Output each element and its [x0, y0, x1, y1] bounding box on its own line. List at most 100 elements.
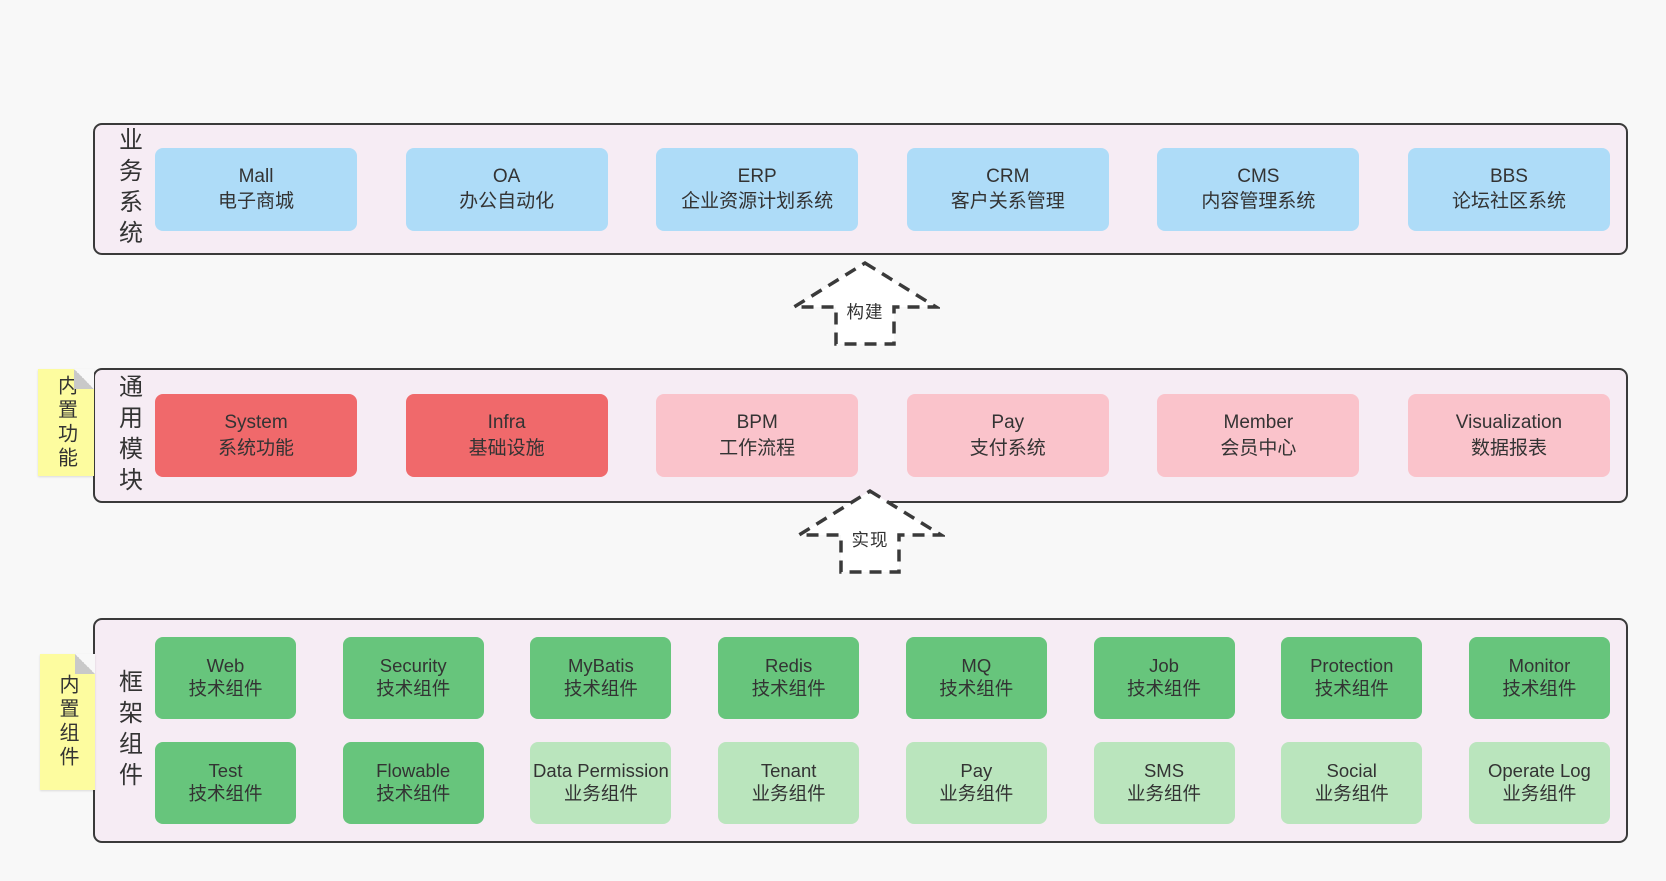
module-title: Mall [238, 165, 274, 187]
module-box-bpm: BPM 工作流程 [656, 394, 859, 477]
module-subtitle: 会员中心 [1220, 437, 1297, 459]
module-box-mall: Mall 电子商城 [155, 147, 357, 231]
module-title: Monitor [1508, 655, 1571, 677]
module-subtitle: 业务组件 [939, 783, 1014, 804]
layer-side-label: 通用模块 [114, 373, 142, 498]
module-title: OA [492, 165, 521, 187]
module-title: Data Permission [533, 760, 669, 782]
module-title: Redis [764, 655, 813, 677]
module-subtitle: 数据报表 [1470, 437, 1547, 459]
module-box-erp: ERP 企业资源计划系统 [656, 147, 859, 231]
module-title: BBS [1489, 165, 1528, 187]
module-title: Job [1149, 655, 1179, 677]
module-title: MyBatis [568, 655, 634, 677]
module-title: Flowable [376, 760, 451, 782]
module-title: BPM [736, 412, 778, 434]
module-title: Member [1223, 412, 1294, 434]
arrow-label: 构建 [843, 299, 887, 324]
module-box-bbs: BBS 论坛社区系统 [1407, 147, 1610, 231]
module-title: Social [1326, 760, 1377, 782]
sticky-note-built-in-components: 内置组件 [40, 654, 95, 790]
module-title: MQ [961, 655, 992, 677]
module-subtitle: 内容管理系统 [1201, 191, 1316, 212]
module-title: Visualization [1455, 412, 1563, 434]
module-box-oa: OA 办公自动化 [405, 147, 608, 231]
module-subtitle: 办公自动化 [459, 191, 555, 212]
module-subtitle: 业务组件 [563, 783, 638, 804]
module-subtitle: 技术组件 [1502, 678, 1577, 699]
module-subtitle: 技术组件 [376, 783, 451, 804]
module-subtitle: 技术组件 [1314, 678, 1389, 699]
module-subtitle: 技术组件 [188, 783, 263, 804]
module-title: Operate Log [1487, 760, 1591, 782]
sticky-note-built-in-features: 内置功能 [38, 369, 94, 476]
module-title: Web [206, 655, 245, 677]
module-title: Tenant [760, 760, 817, 782]
module-subtitle: 客户关系管理 [950, 191, 1065, 212]
module-subtitle: 论坛社区系统 [1451, 191, 1566, 212]
module-subtitle: 电子商城 [217, 191, 294, 212]
module-subtitle: 技术组件 [1127, 678, 1202, 699]
module-subtitle: 业务组件 [1127, 783, 1202, 804]
module-subtitle: 支付系统 [969, 437, 1046, 459]
module-title: ERP [737, 165, 777, 187]
module-box-visualization: Visualization 数据报表 [1407, 394, 1610, 477]
module-box-crm: CRM 客户关系管理 [906, 147, 1109, 231]
module-subtitle: 系统功能 [217, 437, 294, 459]
module-subtitle: 技术组件 [751, 678, 826, 699]
folded-corner-icon [75, 654, 95, 674]
module-box-system: System 系统功能 [155, 394, 357, 477]
module-title: CRM [986, 165, 1030, 187]
module-box-member: Member 会员中心 [1157, 394, 1360, 477]
module-subtitle: 基础设施 [468, 437, 545, 459]
module-title: Pay [991, 412, 1025, 434]
module-title: Pay [960, 760, 993, 782]
layer-business-systems: 业务系统 Mall 电子商城 OA 办公自动化 ERP 企业资源计划系统 CRM 客户关系管理… [93, 123, 1628, 255]
sticky-note-label: 内置功能 [54, 374, 77, 471]
module-subtitle: 技术组件 [376, 678, 451, 699]
module-subtitle: 业务组件 [1502, 783, 1577, 804]
module-title: Test [208, 760, 243, 782]
up-arrow-implement: 实现 [795, 488, 945, 576]
module-subtitle: 业务组件 [751, 783, 826, 804]
module-box-pay: Pay 支付系统 [906, 394, 1109, 477]
module-title: System [224, 412, 288, 434]
folded-corner-icon [74, 369, 94, 389]
module-subtitle: 技术组件 [188, 678, 263, 699]
layer-side-label: 框架组件 [114, 668, 142, 793]
module-subtitle: 工作流程 [719, 437, 796, 459]
module-title: Protection [1310, 655, 1394, 677]
sticky-note-label: 内置组件 [56, 674, 78, 770]
module-subtitle: 技术组件 [939, 678, 1014, 699]
module-subtitle: 业务组件 [1314, 783, 1389, 804]
layer-side-label: 业务系统 [114, 127, 142, 251]
arrow-label: 实现 [848, 527, 892, 552]
module-subtitle: 企业资源计划系统 [681, 191, 834, 212]
up-arrow-build: 构建 [790, 260, 940, 348]
